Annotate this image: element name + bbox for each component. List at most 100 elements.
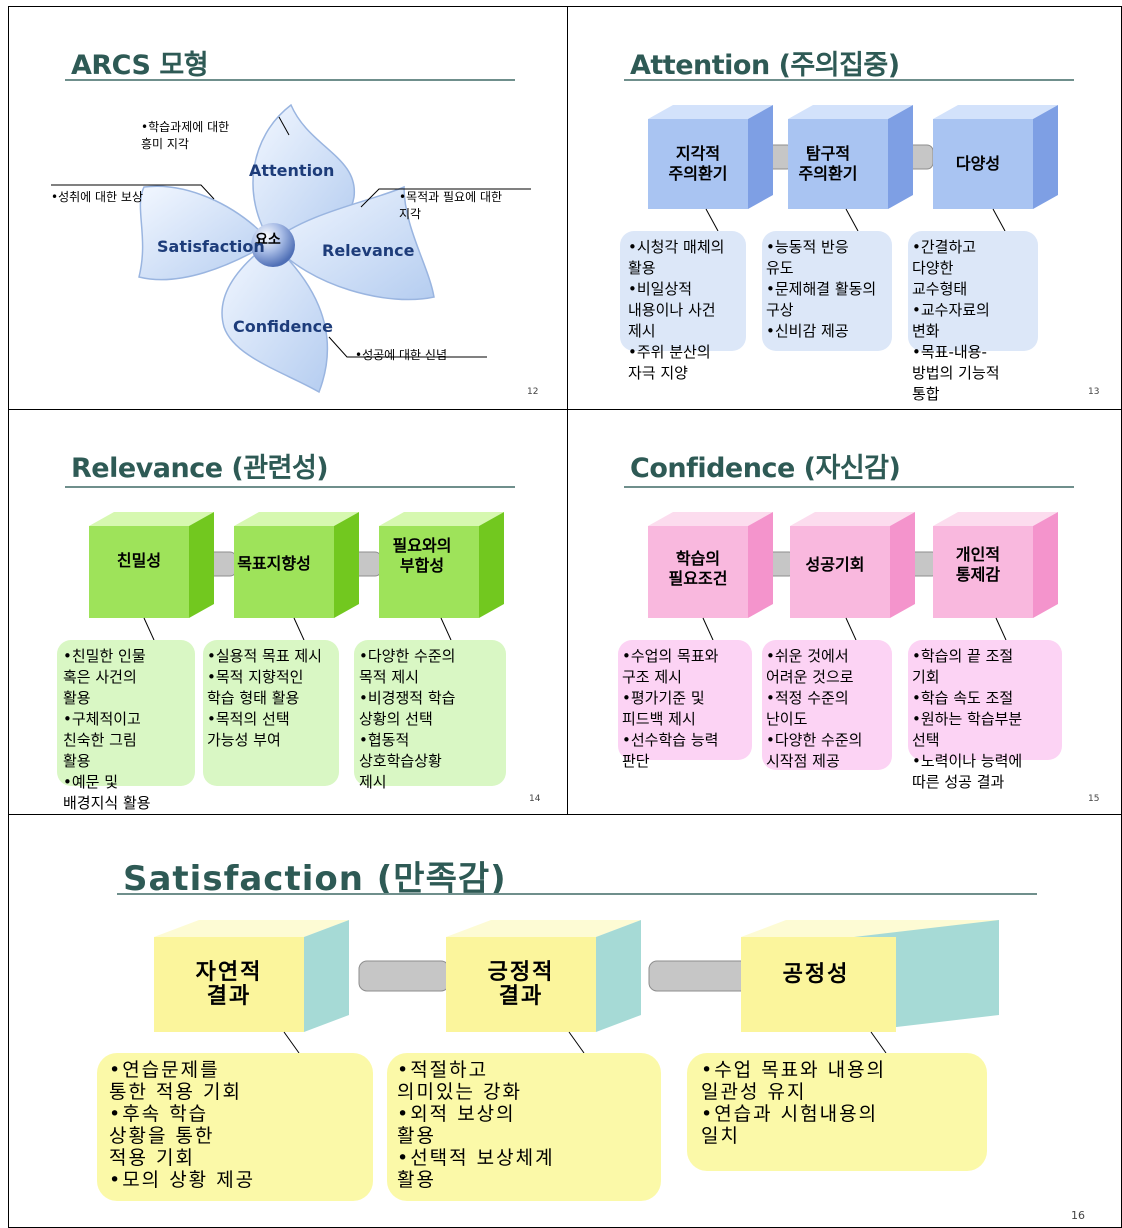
relevance-leaf	[269, 185, 435, 301]
relevance-note: •목적과 필요에 대한 지각	[399, 190, 503, 221]
detail-text: •쉬운 것에서 어려운 것으로 •적정 수준의 난이도 •다양한 수준의 시작점…	[766, 647, 863, 770]
pointer-line	[845, 208, 859, 232]
cube-front	[379, 526, 479, 618]
cube-top	[933, 512, 1058, 526]
pointer-line	[143, 617, 155, 641]
page-number: 13	[1088, 387, 1100, 397]
cube-side	[888, 105, 913, 209]
slide-relevance: Relevance (관련성) 친밀성 목표지향성 필요와의 부합성 •친밀한 …	[8, 409, 568, 815]
box-goal-orientation: 목표지향성	[237, 554, 311, 573]
slide-confidence: Confidence (자신감) 학습의 필요조건 성공기회 개인적 통제감 •…	[567, 409, 1122, 815]
cube-side	[479, 512, 504, 618]
detail-bubble	[97, 1053, 373, 1201]
cube-front	[446, 937, 596, 1032]
detail-text: •간결하고 다양한 교수형태 •교수자료의 변화 •목표-내용- 방법의 기능적…	[912, 238, 1000, 403]
detail-text: •적절하고 의미있는 강화 •외적 보상의 활용 •선택적 보상체계 활용	[397, 1059, 555, 1191]
connector-cylinder	[648, 960, 750, 992]
cube-front	[933, 526, 1033, 618]
cube-top	[788, 105, 913, 119]
detail-bubble	[908, 231, 1038, 351]
pointer-line	[568, 1031, 585, 1054]
pointer-line	[845, 617, 857, 641]
title-divider	[624, 79, 1074, 81]
cube-side	[334, 512, 359, 618]
detail-bubble	[620, 231, 746, 351]
cube-front	[788, 119, 888, 209]
detail-text: •시청각 매체의 활용 •비일상적 내용이나 사건 제시 •주위 분산의 자극 …	[628, 238, 725, 382]
attention-cube-graphics	[648, 105, 1058, 232]
confidence-label: Confidence	[233, 317, 334, 336]
pointer-line	[995, 617, 1007, 641]
title-divider	[65, 79, 515, 81]
box-inquiry-arousal: 탐구적 주의환기	[798, 144, 858, 183]
attention-note: •학습과제에 대한 흥미 지각	[141, 120, 230, 151]
title-divider	[65, 486, 515, 488]
satisfaction-leaf	[138, 185, 273, 281]
title-divider	[117, 893, 1037, 895]
detail-text: •다양한 수준의 목적 제시 •비경쟁적 학습 상황의 선택 •협동적 상호학습…	[359, 647, 456, 791]
cube-top	[154, 920, 349, 937]
box-learning-requirements: 학습의 필요조건	[668, 549, 728, 588]
pointer-line	[870, 1031, 887, 1054]
title-divider	[624, 486, 1074, 488]
relevance-cube-graphics	[89, 512, 504, 641]
cube-top	[648, 105, 773, 119]
detail-bubble	[354, 640, 506, 786]
detail-bubble	[762, 231, 892, 351]
detail-bubble	[762, 640, 892, 770]
detail-text: •친밀한 인물 혹은 사건의 활용 •구체적이고 친숙한 그림 활용 •예문 및…	[63, 647, 151, 812]
pointer-line	[702, 617, 714, 641]
cube-side	[748, 512, 773, 618]
box-motive-matching: 필요와의 부합성	[392, 536, 452, 575]
cube-top	[234, 512, 359, 526]
box-perceptual-arousal: 지각적 주의환기	[668, 144, 728, 183]
cube-side	[304, 920, 349, 1032]
cube-top	[379, 512, 504, 526]
detail-text: •능동적 반응 유도 •문제해결 활동의 구상 •신비감 제공	[766, 238, 877, 340]
slide-title: Attention (주의집중)	[630, 50, 900, 81]
cube-front	[89, 526, 189, 618]
detail-text: •연습문제를 통한 적용 기회 •후속 학습 상황을 통한 적용 기회 •모의 …	[109, 1059, 256, 1191]
cube-front	[790, 526, 890, 618]
cube-front	[648, 119, 748, 209]
slide-title: Satisfaction (만족감)	[123, 859, 507, 899]
pointer-line	[440, 617, 452, 641]
center-label: 요소	[255, 232, 281, 248]
box-equity: 공정성	[782, 962, 850, 987]
cube-front	[234, 526, 334, 618]
detail-bubble	[687, 1053, 987, 1171]
attention-label: Attention	[249, 161, 335, 180]
detail-bubble	[57, 640, 195, 786]
relevance-label: Relevance	[322, 241, 415, 260]
detail-bubble	[203, 640, 339, 786]
cube-side	[596, 920, 641, 1032]
cube-top	[933, 105, 1058, 119]
callout-line-attention	[278, 116, 290, 136]
cube-top	[89, 512, 214, 526]
pointer-line	[293, 617, 305, 641]
center-sphere	[251, 223, 295, 267]
pointer-line	[992, 208, 1006, 232]
page-number: 15	[1088, 794, 1100, 804]
arcs-leaf-diagram	[51, 103, 531, 394]
detail-bubble	[908, 640, 1062, 760]
cube-front	[648, 526, 748, 618]
pointer-line	[283, 1031, 300, 1054]
detail-text: •수업 목표와 내용의 일관성 유지 •연습과 시험내용의 일치	[701, 1059, 887, 1147]
page-number: 12	[527, 387, 539, 397]
slide-attention: Attention (주의집중) 지각적 주의환기 탐구적 주의환기 다양성 •…	[567, 6, 1122, 410]
cube-side	[1033, 105, 1058, 209]
detail-bubble	[618, 640, 752, 760]
detail-text: •수업의 목표와 구조 제시 •평가기준 및 피드백 제시 •선수학습 능력 판…	[622, 647, 719, 770]
confidence-leaf	[221, 241, 329, 394]
satisfaction-cube-graphics	[154, 920, 999, 1054]
cube-top	[446, 920, 641, 937]
confidence-cube-graphics	[648, 512, 1058, 641]
detail-text: •학습의 끝 조절 기회 •학습 속도 조절 •원하는 학습부분 선택 •노력이…	[912, 647, 1023, 791]
callout-line-confidence	[328, 336, 487, 358]
satisfaction-label: Satisfaction	[157, 237, 265, 256]
satisfaction-note: •성취에 대한 보상	[51, 190, 143, 204]
detail-text: •실용적 목표 제시 •목적 지향적인 학습 형태 활용 •목적의 선택 가능성…	[207, 647, 322, 749]
cube-side	[748, 105, 773, 209]
connector-cylinder	[358, 960, 450, 992]
